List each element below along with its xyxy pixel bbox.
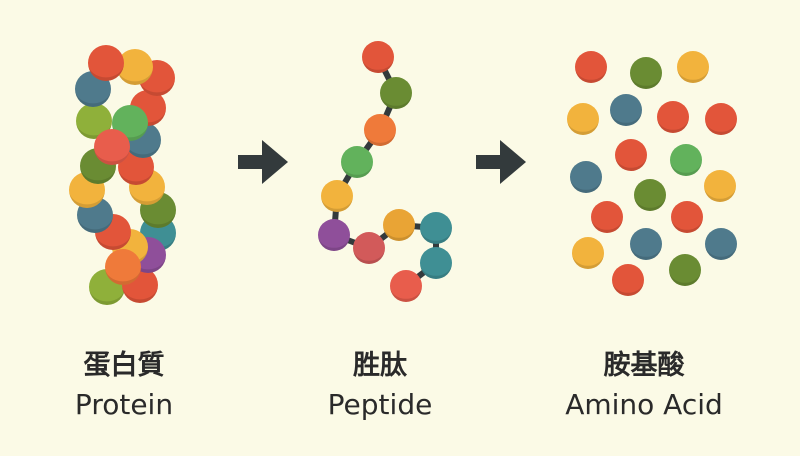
molecule-bead [634,179,666,211]
molecule-bead [669,254,701,286]
molecule-bead [610,94,642,126]
amino-acid-label-english: Amino Acid [565,388,723,421]
molecule-bead [570,161,602,193]
molecule-bead [704,170,736,202]
molecule-bead [567,103,599,135]
protein-label-chinese: 蛋白質 [83,350,165,381]
molecule-bead [630,57,662,89]
molecule-bead [390,270,422,302]
molecule-bead [94,129,130,165]
amino-acid-scatter [567,51,737,296]
molecule-bead [420,212,452,244]
molecule-bead [88,45,124,81]
molecule-bead [670,144,702,176]
molecule-bead [353,232,385,264]
molecule-bead [705,228,737,260]
amino-acid-label-chinese: 胺基酸 [603,350,685,381]
molecule-bead [76,103,112,139]
molecule-bead [383,209,415,241]
molecule-bead [318,219,350,251]
molecule-bead [105,249,141,285]
protein-cluster [69,45,176,305]
molecule-bead [671,201,703,233]
molecule-bead [657,101,689,133]
peptide-label-chinese: 胜肽 [353,350,407,381]
molecule-bead [615,139,647,171]
molecule-bead [677,51,709,83]
molecule-bead [118,149,154,185]
molecule-bead [364,114,396,146]
molecule-bead [575,51,607,83]
arrow-right-icon [476,140,526,184]
molecule-bead [630,228,662,260]
molecule-bead [117,49,153,85]
molecule-bead [321,180,353,212]
molecule-bead [612,264,644,296]
peptide-label-english: Peptide [327,388,433,421]
molecule-bead [362,41,394,73]
peptide-chain [318,41,452,302]
molecule-bead [380,77,412,109]
molecule-bead [420,247,452,279]
protein-label-english: Protein [74,388,174,421]
arrow-right-icon [238,140,288,184]
molecule-bead [572,237,604,269]
molecule-bead [341,146,373,178]
molecule-bead [591,201,623,233]
molecule-bead [705,103,737,135]
